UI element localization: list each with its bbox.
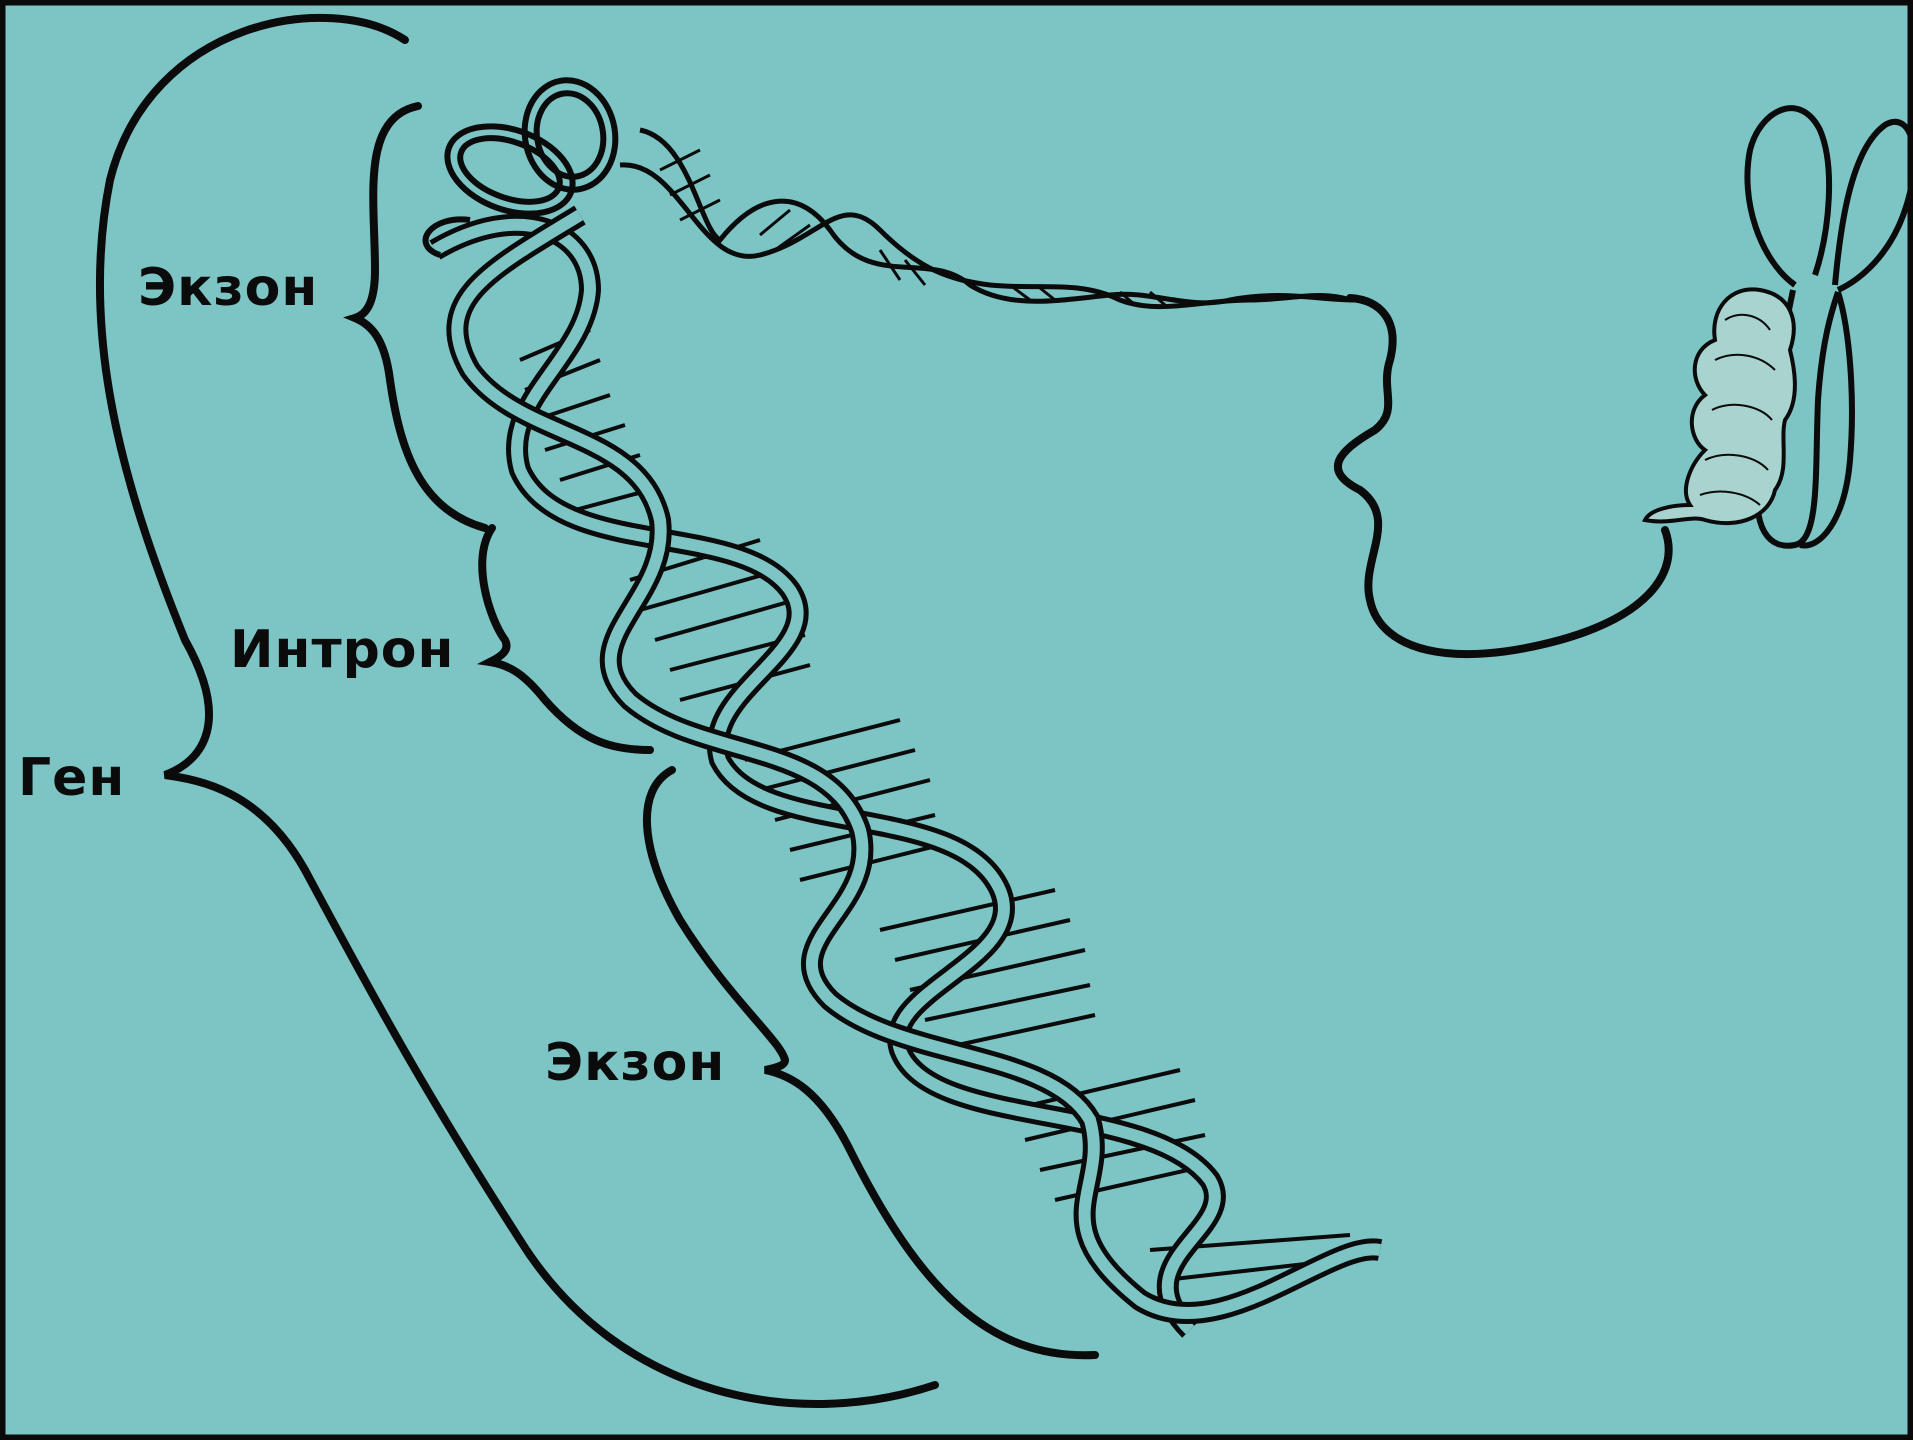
exon-top-label: Экзон — [138, 258, 318, 318]
exon-bottom-label: Экзон — [545, 1033, 725, 1093]
diagram-background — [3, 3, 1910, 1437]
gene-label: Ген — [18, 748, 125, 808]
intron-label: Интрон — [230, 620, 454, 680]
